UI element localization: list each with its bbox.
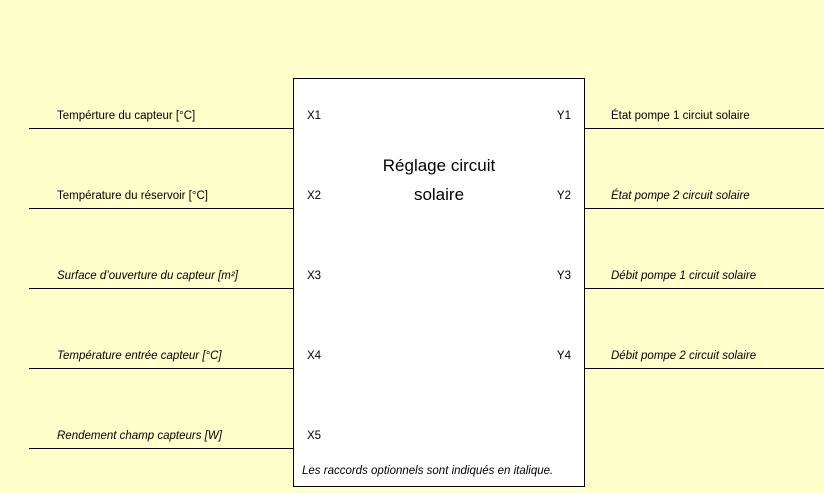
input-line-x3 [29, 287, 293, 289]
input-label-x2: Température du réservoir [°C] [57, 190, 208, 202]
port-label-y3: Y3 [556, 270, 571, 282]
port-label-y1: Y1 [556, 110, 571, 122]
input-label-x1: Tempérture du capteur [°C] [57, 110, 196, 122]
port-label-x3: X3 [307, 270, 322, 282]
output-label-y4: Débit pompe 2 circuit solaire [611, 350, 757, 362]
input-line-x5 [29, 447, 293, 449]
input-line-x1 [29, 127, 293, 129]
optional-connections-note: Les raccords optionnels sont indiqués en… [302, 465, 554, 477]
function-block [293, 78, 585, 487]
output-line-y2 [585, 207, 824, 209]
output-line-y3 [585, 287, 824, 289]
output-label-y3: Débit pompe 1 circuit solaire [611, 270, 757, 282]
input-label-x5: Rendement champ capteurs [W] [57, 430, 222, 442]
block-title: Réglage circuit solaire [382, 156, 496, 204]
port-label-y4: Y4 [556, 350, 571, 362]
input-label-x4: Température entrée capteur [°C] [57, 350, 222, 362]
output-line-y1 [585, 127, 824, 129]
input-line-x2 [29, 207, 293, 209]
port-label-x4: X4 [307, 350, 322, 362]
output-label-y1: État pompe 1 circiut solaire [611, 110, 750, 122]
input-label-x3: Surface d’ouverture du capteur [m²] [57, 270, 238, 282]
output-line-y4 [585, 367, 824, 369]
port-label-x1: X1 [307, 110, 322, 122]
port-label-y2: Y2 [556, 190, 571, 202]
port-label-x5: X5 [307, 430, 322, 442]
port-label-x2: X2 [307, 190, 322, 202]
output-label-y2: État pompe 2 circuit solaire [611, 190, 750, 202]
input-line-x4 [29, 367, 293, 369]
